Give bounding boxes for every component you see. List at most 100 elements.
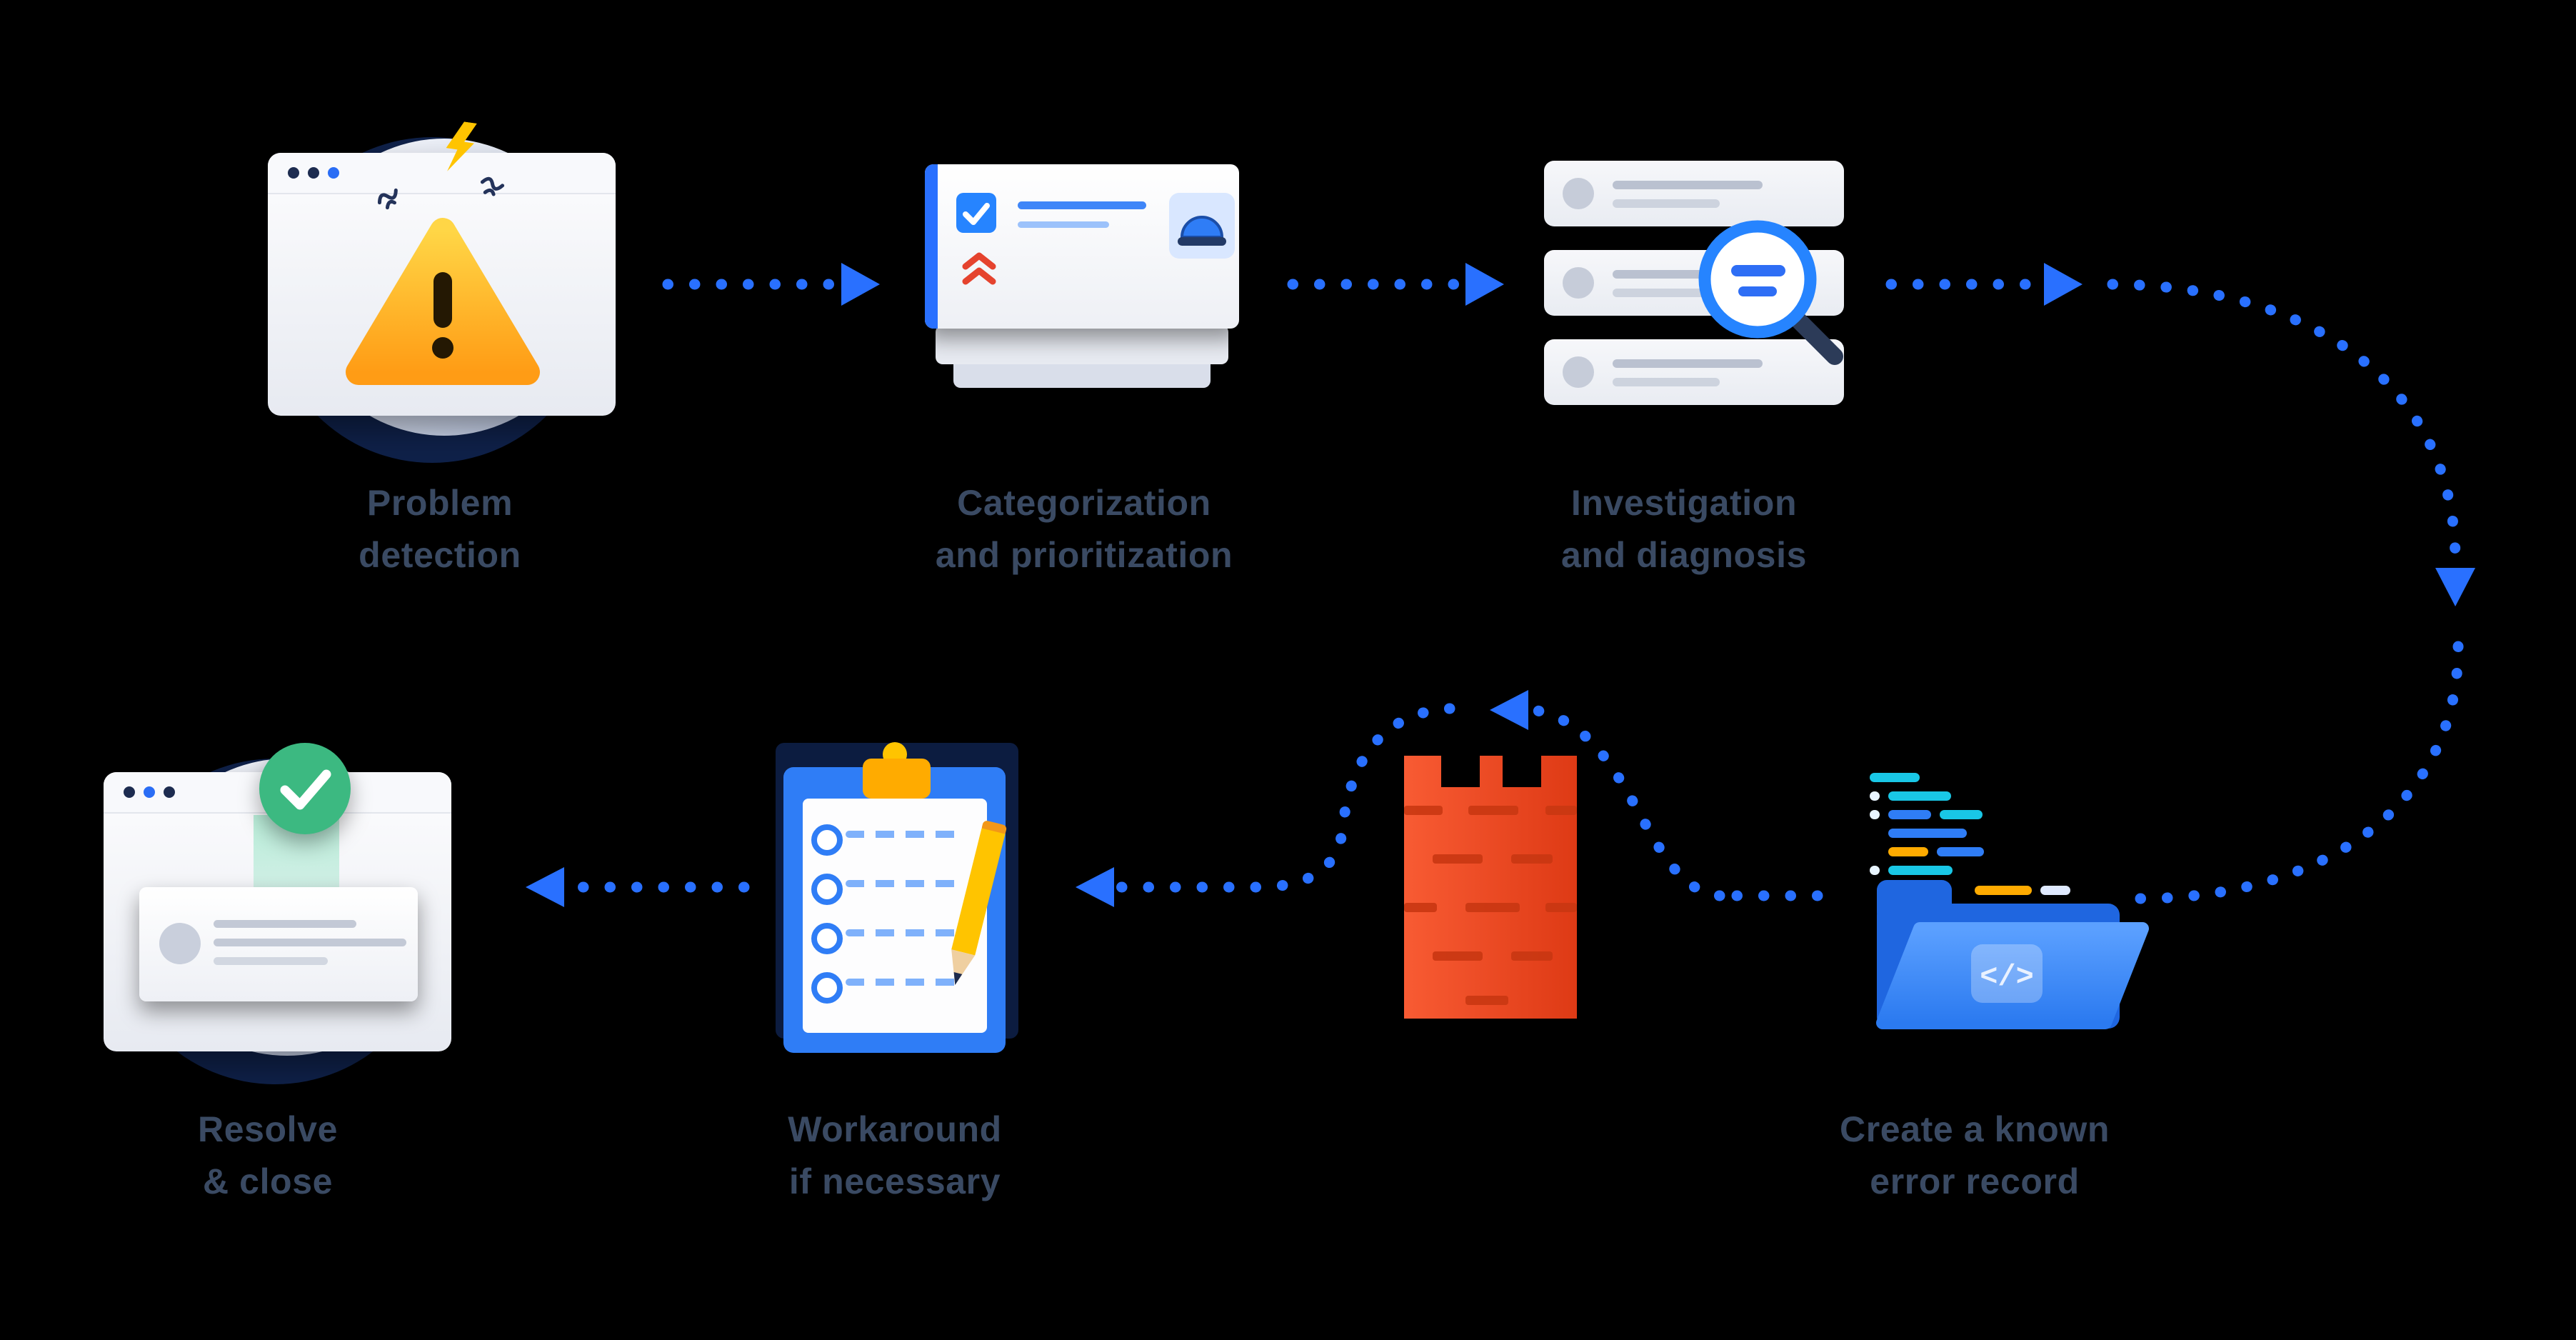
text-line: [1613, 289, 1713, 297]
label-line: Resolve: [198, 1109, 338, 1149]
brick-wall-shape: [1404, 756, 1577, 1019]
label-line: Create a known: [1840, 1109, 2110, 1149]
checklist-bullet: [811, 972, 843, 1004]
checklist-line: [846, 929, 960, 936]
label-line: Categorization: [957, 483, 1211, 523]
alarm-bell-icon: [1169, 193, 1235, 259]
label-line: detection: [359, 535, 521, 575]
text-line: [1613, 378, 1720, 386]
list-row: [1544, 161, 1844, 226]
label-line: error record: [1870, 1161, 2080, 1201]
avatar-circle: [1563, 178, 1594, 209]
text-line: [1018, 201, 1146, 209]
label-line: and diagnosis: [1561, 535, 1807, 575]
stacked-sheet: [936, 325, 1228, 364]
code-folder-icon: </>: [1857, 757, 2157, 1043]
code-glyph: </>: [1980, 960, 2034, 994]
vibration-squiggle-icon: [480, 176, 505, 196]
list-row: [1544, 339, 1844, 405]
code-line: [1870, 773, 1920, 782]
arrowhead-down: [2435, 568, 2475, 606]
resolved-browser-icon: [86, 729, 500, 1086]
code-line: [1870, 791, 1880, 801]
text-line: [1613, 359, 1763, 368]
step-label-investigation: Investigation and diagnosis: [1561, 477, 1807, 581]
label-line: Investigation: [1570, 483, 1798, 523]
card-accent-bar: [925, 164, 938, 329]
checkbox-checked-icon: [956, 193, 996, 233]
folder-shape: </>: [1876, 880, 2149, 1029]
brick-wall-icon: [1404, 756, 1577, 1019]
ticket-card-icon: [914, 164, 1250, 407]
code-line: [1870, 810, 1880, 819]
step-label-problem-detection: Problem detection: [359, 477, 521, 581]
code-line: [1888, 866, 1953, 875]
step-label-categorization: Categorization and prioritization: [936, 477, 1233, 581]
arrowhead-left-to-resolve: [526, 867, 564, 907]
window-dot: [288, 167, 299, 179]
clipboard-clip: [863, 759, 931, 799]
avatar-circle: [1563, 267, 1594, 299]
code-line: [2040, 886, 2070, 895]
vibration-squiggle-icon: [377, 188, 398, 210]
text-line: [1613, 181, 1763, 189]
window-dot: [144, 786, 155, 798]
code-line: [1888, 847, 1928, 856]
flow-curve-over-wall-left: [1114, 703, 1455, 893]
checklist-line: [846, 979, 960, 986]
checklist-line: [846, 880, 960, 887]
label-line: & close: [202, 1161, 334, 1201]
code-line: [1870, 866, 1880, 875]
step-label-resolve-close: Resolve & close: [198, 1104, 338, 1208]
text-line: [214, 957, 328, 965]
arrowhead-right-1: [841, 263, 880, 306]
issue-card: [925, 164, 1239, 329]
checklist-bullet: [811, 923, 843, 954]
code-line: [1937, 847, 1984, 856]
problem-detection-icon: [236, 107, 650, 464]
code-line: [1940, 810, 1983, 819]
step-label-known-error: Create a known error record: [1840, 1104, 2110, 1208]
browser-window: [104, 743, 451, 1051]
step-label-workaround: Workaround if necessary: [788, 1104, 1002, 1208]
lightning-bolt-icon: [446, 121, 477, 171]
arrowhead-left-to-clipboard: [1076, 867, 1114, 907]
browser-titlebar: [268, 153, 616, 194]
success-check-icon: [259, 743, 351, 834]
label-line: if necessary: [788, 1161, 1001, 1201]
avatar-circle: [1563, 356, 1594, 388]
warning-triangle-icon: [346, 218, 540, 385]
code-line: [1888, 810, 1931, 819]
browser-window: [268, 121, 616, 416]
arrowhead-right-2: [1465, 263, 1504, 306]
code-line: [1888, 829, 1967, 838]
flow-curve-bottom-right: [2133, 641, 2464, 904]
arrowhead-left-over-wall: [1490, 690, 1528, 730]
window-dot: [328, 167, 339, 179]
text-line: [214, 939, 406, 946]
window-dot: [308, 167, 319, 179]
resolved-item-card: [139, 887, 418, 1001]
checklist-line: [846, 831, 960, 838]
text-line: [1018, 221, 1109, 228]
clipboard-checklist-icon: [771, 742, 1021, 1071]
text-line: [214, 920, 356, 928]
window-dot: [164, 786, 175, 798]
checklist-bullet: [811, 874, 843, 905]
label-line: Workaround: [788, 1109, 1002, 1149]
window-dot: [124, 786, 135, 798]
avatar-circle: [159, 923, 201, 964]
code-line: [1888, 791, 1951, 801]
list-magnifier-icon: [1535, 150, 1907, 421]
text-line: [1613, 199, 1720, 208]
label-line: Problem: [366, 483, 513, 523]
flow-curve-top-right: [2107, 279, 2461, 566]
arrowhead-right-3: [2044, 263, 2083, 306]
pencil-icon: [951, 821, 1007, 985]
checklist-bullet: [811, 824, 843, 856]
priority-highest-icon: [962, 252, 996, 285]
magnifier-icon: [1698, 220, 1843, 365]
label-line: and prioritization: [935, 535, 1233, 575]
